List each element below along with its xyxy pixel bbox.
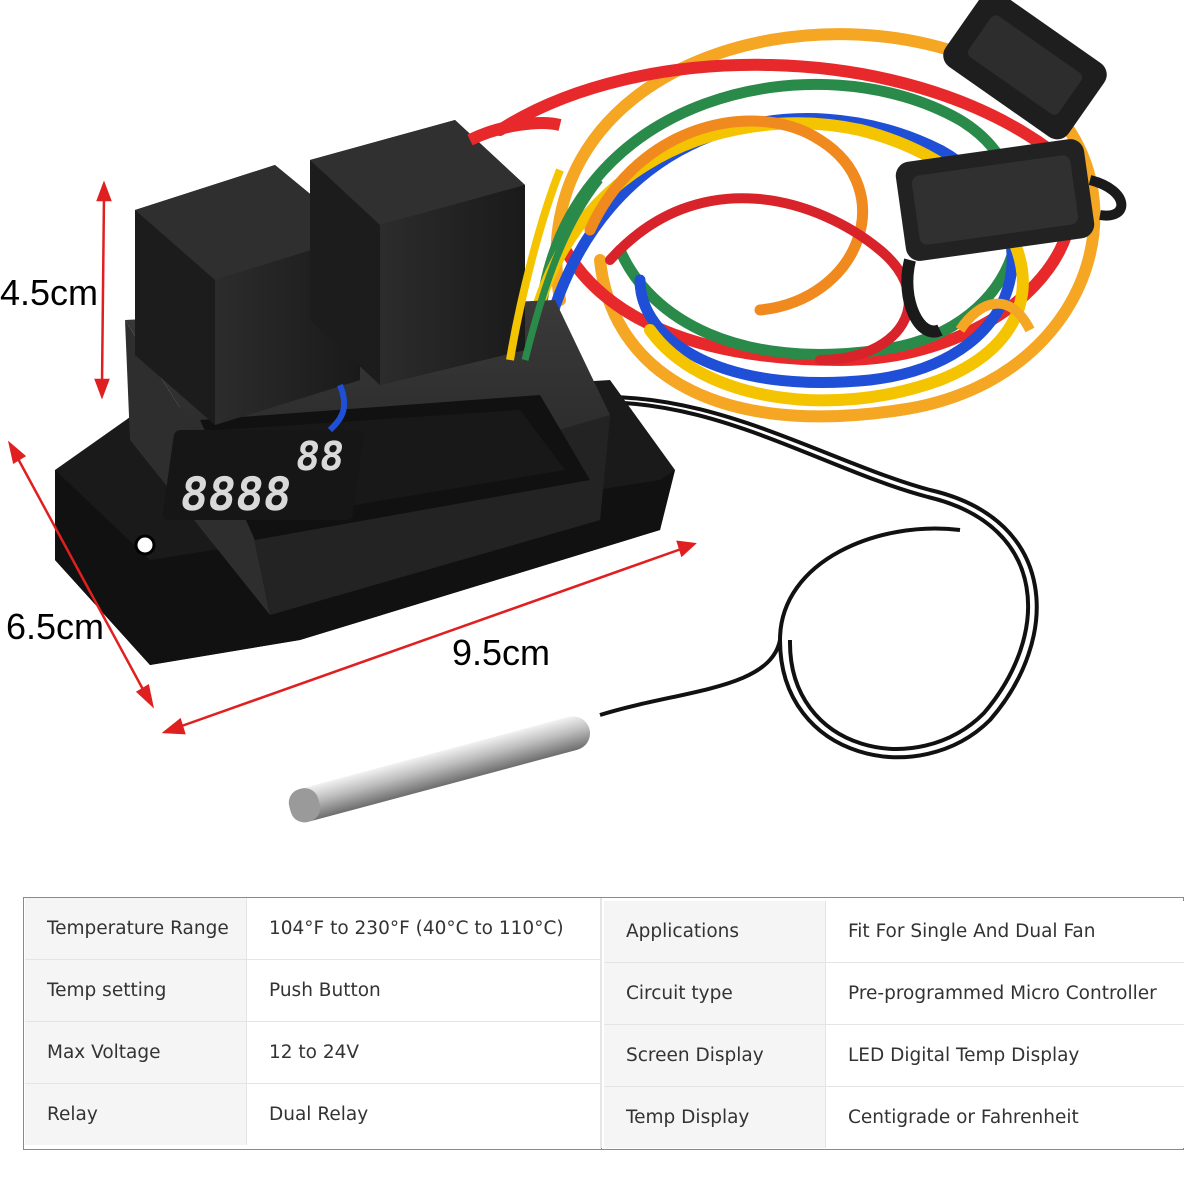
spec-value: Push Button — [246, 959, 600, 1022]
spec-value: Centigrade or Fahrenheit — [825, 1086, 1184, 1148]
wire-red-2 — [605, 193, 914, 365]
spec-label: Circuit type — [604, 962, 826, 1025]
display-digits: 8888 — [177, 467, 295, 521]
table-row: Temp setting Push Button — [25, 959, 600, 1022]
depth-arrow — [14, 454, 148, 696]
spec-label: Temperature Range — [25, 898, 247, 960]
dimension-arrows — [7, 180, 697, 735]
spec-label: Relay — [25, 1083, 247, 1145]
table-row: Circuit type Pre-programmed Micro Contro… — [604, 962, 1184, 1025]
spec-table-left: Temperature Range 104°F to 230°F (40°C t… — [25, 898, 600, 1145]
spec-value: Fit For Single And Dual Fan — [825, 901, 1184, 963]
spec-value: 12 to 24V — [246, 1021, 600, 1084]
controller-body: 8888 88 — [55, 117, 675, 665]
fuse-holders — [895, 0, 1127, 338]
depth-dimension-label: 6.5cm — [6, 606, 105, 647]
wire-red — [494, 58, 1078, 367]
fan-controller-illustration: 8888 88 — [7, 0, 1127, 823]
table-row: Applications Fit For Single And Dual Fan — [604, 901, 1184, 963]
sensor-cable — [559, 394, 1039, 760]
table-row: Max Voltage 12 to 24V — [25, 1021, 600, 1084]
spec-label: Max Voltage — [25, 1021, 247, 1084]
product-photo: 8888 88 4.5cm 6.5cm 9.5cm — [0, 0, 1127, 823]
spec-value: LED Digital Temp Display — [825, 1024, 1184, 1087]
svg-text:88: 88 — [293, 434, 348, 480]
spec-value: 104°F to 230°F (40°C to 110°C) — [246, 898, 600, 960]
table-row: Temp Display Centigrade or Fahrenheit — [604, 1086, 1184, 1148]
spec-label: Screen Display — [604, 1024, 826, 1087]
temperature-probe — [288, 716, 591, 823]
led-display: 8888 88 — [162, 430, 364, 521]
width-dimension-label: 9.5cm — [452, 632, 551, 673]
spec-table-right: Applications Fit For Single And Dual Fan… — [604, 901, 1184, 1148]
table-divider — [600, 898, 602, 1148]
spec-label: Temp setting — [25, 959, 247, 1022]
width-arrow — [175, 546, 685, 730]
spec-value: Pre-programmed Micro Controller — [825, 962, 1184, 1025]
height-dimension-label: 4.5cm — [0, 272, 99, 313]
spec-label: Temp Display — [604, 1086, 826, 1148]
relay-right — [310, 120, 525, 385]
mounting-hole-left — [134, 534, 156, 556]
height-arrow — [100, 194, 106, 386]
table-row: Screen Display LED Digital Temp Display — [604, 1024, 1184, 1087]
wire-orange-2 — [584, 115, 868, 316]
spec-label: Applications — [604, 901, 826, 963]
spec-value: Dual Relay — [246, 1083, 600, 1145]
spec-table-left-frame — [23, 897, 601, 1150]
table-row: Relay Dual Relay — [25, 1083, 600, 1145]
table-row: Temperature Range 104°F to 230°F (40°C t… — [25, 898, 600, 960]
